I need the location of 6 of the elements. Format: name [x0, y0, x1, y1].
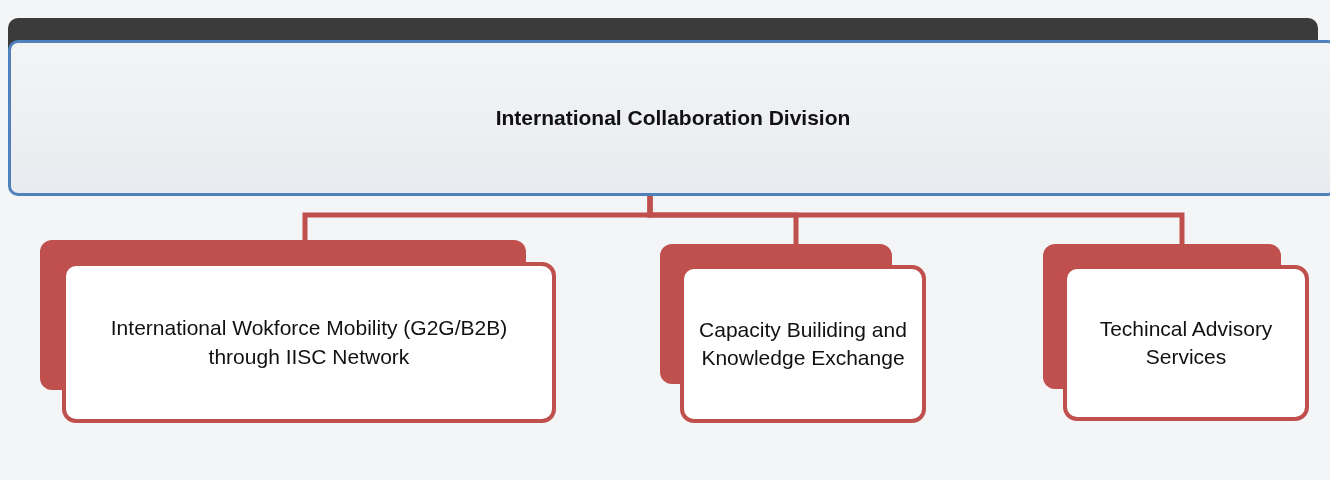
connector-line	[647, 196, 1185, 244]
service-name: Techincal Advisory Services	[1098, 315, 1274, 370]
service-name: Capacity Builiding and Knowledge Exchange	[698, 316, 908, 371]
division-title: International Collaboration Division	[495, 104, 851, 131]
division-box	[8, 40, 1330, 196]
service-name: International Wokforce Mobility (G2G/B2B) through IISC Network	[109, 315, 509, 370]
